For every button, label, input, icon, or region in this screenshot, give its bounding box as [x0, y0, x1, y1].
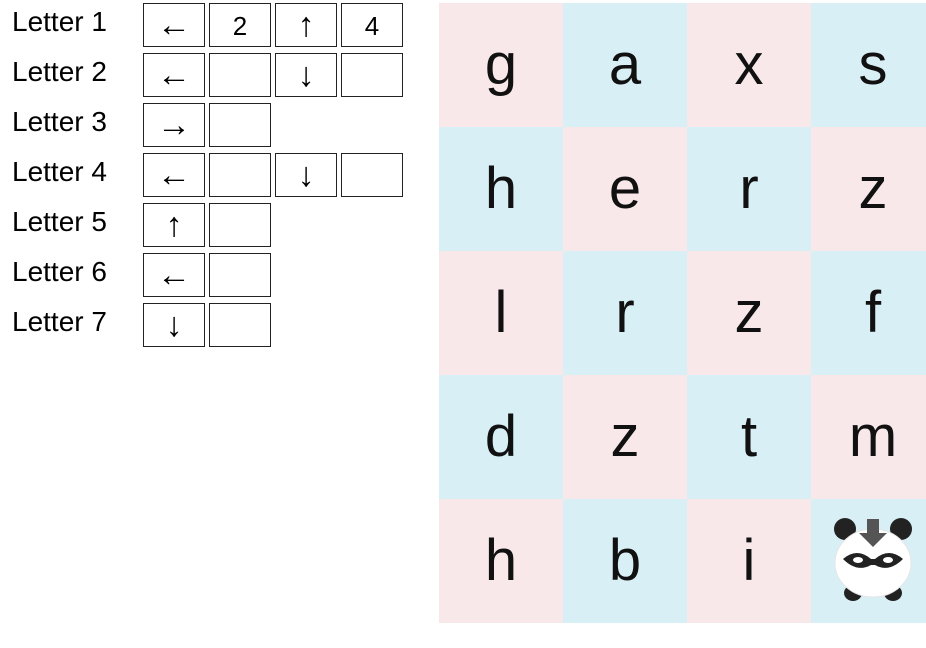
clue-answer-box[interactable] [209, 103, 271, 147]
clue-answer-box[interactable] [209, 203, 271, 247]
clue-answer-box[interactable]: 2 [209, 3, 271, 47]
grid-cell[interactable]: f [811, 251, 926, 375]
clue-answer-box[interactable]: 4 [341, 3, 403, 47]
clue-label: Letter 1 [12, 6, 107, 37]
clue-direction-box: → [143, 103, 205, 147]
clue-label: Letter 3 [12, 106, 107, 137]
grid-cell[interactable]: r [563, 251, 687, 375]
clue-answer-box[interactable] [341, 53, 403, 97]
grid-cell[interactable]: h [439, 127, 563, 251]
clue-direction-box: ← [143, 53, 205, 97]
clue-direction-box: ↓ [275, 53, 337, 97]
clue-label: Letter 7 [12, 306, 107, 337]
grid-cell[interactable]: t [687, 375, 811, 499]
grid-cell[interactable]: s [811, 3, 926, 127]
grid-cell[interactable]: b [563, 499, 687, 623]
clue-answer-box[interactable] [209, 253, 271, 297]
grid-cell[interactable]: h [439, 499, 563, 623]
clue-direction-box: ← [143, 3, 205, 47]
grid-cell[interactable]: m [811, 375, 926, 499]
clue-answer-box[interactable] [341, 153, 403, 197]
panda-icon [831, 515, 915, 605]
clue-answer-box[interactable] [209, 153, 271, 197]
clue-label: Letter 6 [12, 256, 107, 287]
clue-direction-box: ← [143, 253, 205, 297]
grid-cell[interactable]: x [687, 3, 811, 127]
clue-label: Letter 4 [12, 156, 107, 187]
grid-cell[interactable]: i [687, 499, 811, 623]
grid-cell[interactable]: z [563, 375, 687, 499]
clue-direction-box: ↑ [275, 3, 337, 47]
grid-cell[interactable]: d [439, 375, 563, 499]
grid-cell[interactable]: e [563, 127, 687, 251]
grid-cell[interactable]: r [687, 127, 811, 251]
clue-answer-box[interactable] [209, 303, 271, 347]
clue-direction-box: ↑ [143, 203, 205, 247]
grid-cell[interactable]: z [687, 251, 811, 375]
clue-direction-box: ↓ [275, 153, 337, 197]
clue-direction-box: ← [143, 153, 205, 197]
grid-cell[interactable]: g [439, 3, 563, 127]
clue-answer-box[interactable] [209, 53, 271, 97]
grid-cell[interactable]: a [563, 3, 687, 127]
clue-label: Letter 2 [12, 56, 107, 87]
clue-direction-box: ↓ [143, 303, 205, 347]
grid-cell[interactable]: l [439, 251, 563, 375]
grid-cell[interactable]: z [811, 127, 926, 251]
grid-cell-player[interactable] [811, 499, 926, 623]
clue-label: Letter 5 [12, 206, 107, 237]
